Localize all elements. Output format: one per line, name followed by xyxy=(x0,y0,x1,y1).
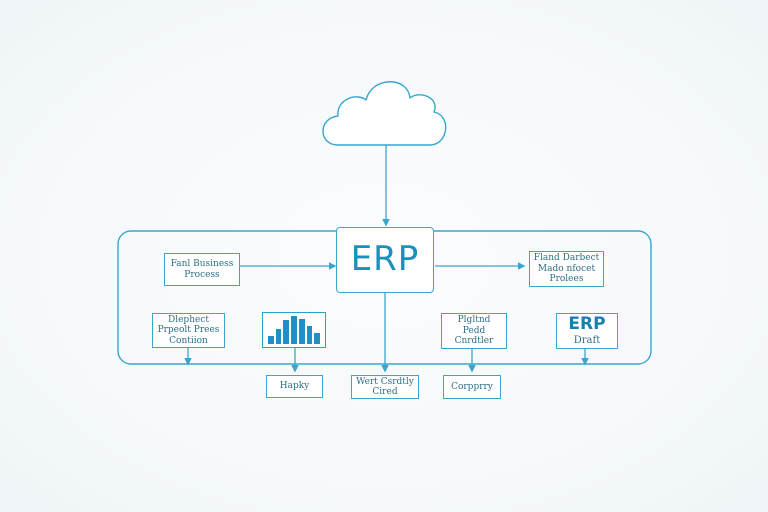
bottom-box-hapky-label: Hapky xyxy=(279,381,310,392)
right-mid-line-1: Plgltnd xyxy=(457,315,491,326)
erp-draft-title: ERP xyxy=(568,314,606,335)
right-process-line-1: Fland Darbect xyxy=(533,253,600,264)
cloud-icon xyxy=(322,81,447,146)
bar-chart xyxy=(267,316,321,344)
right-process-line-3: Prolees xyxy=(549,274,584,285)
left-mid-box: Dlephect Prpeolt Prees Contiion xyxy=(152,313,225,348)
chart-bar xyxy=(291,316,297,344)
bottom-box-corpprry-label: Corpprry xyxy=(451,381,493,392)
right-process-box: Fland Darbect Mado nfocet Prolees xyxy=(529,251,604,287)
left-process-line-1: Fanl Business xyxy=(170,259,234,270)
chart-bar xyxy=(283,320,290,344)
chart-bar xyxy=(275,329,282,344)
right-mid-box: Plgltnd Pedd Cnrdtler xyxy=(441,313,507,349)
bottom-box-middle-line-2: Cired xyxy=(372,387,398,397)
left-mid-line-3: Contiion xyxy=(169,335,208,346)
right-mid-line-2: Pedd xyxy=(462,325,486,336)
chart-bar xyxy=(268,336,274,344)
bottom-box-hapky: Hapky xyxy=(266,375,323,398)
left-process-line-2: Process xyxy=(184,269,220,280)
left-mid-line-1: Dlephect xyxy=(168,314,209,325)
chart-box xyxy=(262,312,326,348)
erp-title: ERP xyxy=(350,239,420,280)
left-process-box: Fanl Business Process xyxy=(164,253,240,286)
erp-central-box: ERP xyxy=(336,227,434,293)
bottom-box-middle-line-1: Wert Csrdtly xyxy=(356,376,414,387)
bottom-box-corpprry: Corpprry xyxy=(443,375,501,399)
chart-bar xyxy=(298,319,305,344)
bottom-box-middle: Wert Csrdtly Cired xyxy=(351,375,419,399)
right-mid-line-3: Cnrdtler xyxy=(454,336,494,347)
erp-draft-subtitle: Draft xyxy=(573,335,601,347)
chart-bar xyxy=(314,333,320,344)
right-process-line-2: Mado nfocet xyxy=(537,263,596,274)
chart-bar xyxy=(306,326,313,344)
erp-draft-box: ERP Draft xyxy=(556,313,618,349)
left-mid-line-2: Prpeolt Prees xyxy=(157,325,220,336)
